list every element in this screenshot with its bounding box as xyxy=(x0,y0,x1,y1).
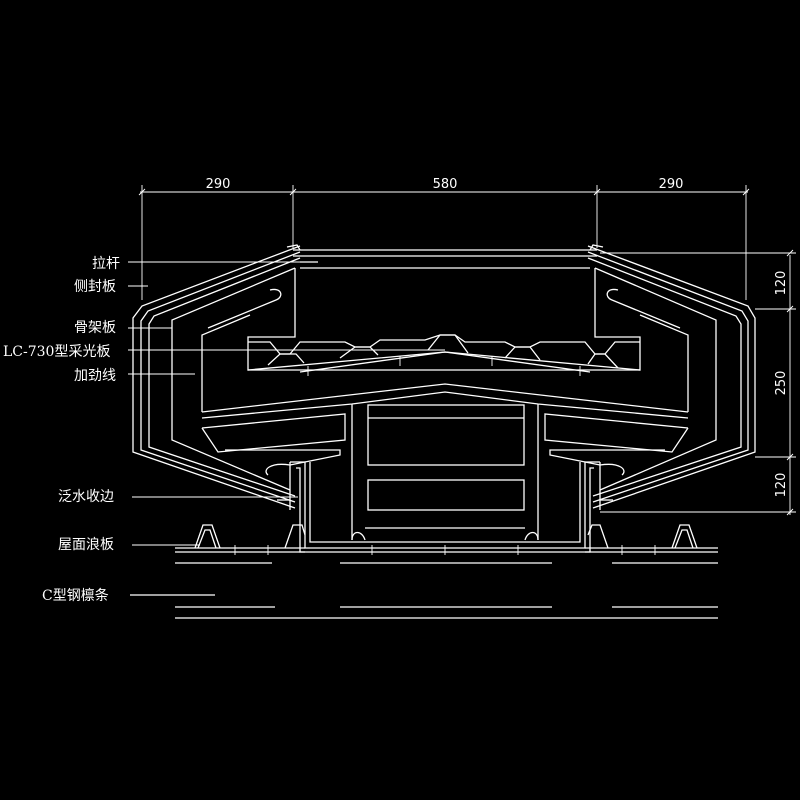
dimension-right-middle: 250 xyxy=(774,371,789,396)
frame-plate xyxy=(171,267,717,491)
label-purlin: C型钢檩条 xyxy=(42,587,109,604)
c-steel-purlins xyxy=(130,562,718,619)
label-roof-panel: 屋面浪板 xyxy=(58,537,114,553)
dimension-right-top: 120 xyxy=(774,271,789,296)
lower-wing-plates xyxy=(201,413,689,476)
label-side-seal-plate: 侧封板 xyxy=(74,279,116,295)
leader-lines xyxy=(128,261,445,546)
dimension-top-left: 290 xyxy=(206,177,231,192)
label-frame-plate: 骨架板 xyxy=(74,320,116,336)
central-box-frame xyxy=(201,383,689,541)
side-seal-plate-outline xyxy=(132,245,756,509)
dimension-top-right: 290 xyxy=(659,177,684,192)
label-lighting-panel: LC-730型采光板 xyxy=(3,344,110,360)
top-dimension-group: 290 580 290 xyxy=(138,177,750,300)
label-tie-rod: 拉杆 xyxy=(92,256,120,272)
flashing-curb xyxy=(277,461,613,553)
dimension-top-middle: 580 xyxy=(433,177,458,192)
label-stiffener: 加劲线 xyxy=(74,368,116,384)
roof-corrugated-panels xyxy=(175,524,718,555)
lighting-panel xyxy=(247,334,641,376)
label-flashing: 泛水收边 xyxy=(58,489,114,505)
right-dimension-group: 120 250 120 xyxy=(600,249,796,516)
text-labels: 拉杆 侧封板 骨架板 LC-730型采光板 加劲线 泛水收边 屋面浪板 C型钢檩… xyxy=(3,256,120,604)
dimension-right-bottom: 120 xyxy=(774,473,789,498)
tie-rod xyxy=(286,244,604,269)
